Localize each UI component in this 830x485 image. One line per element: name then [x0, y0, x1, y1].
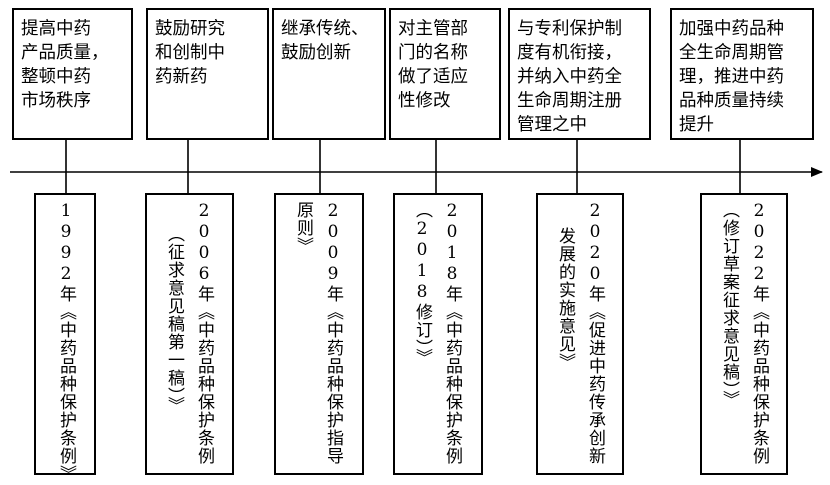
document-title-2018-line1: 2018年《中药品种保护条例: [442, 201, 462, 465]
goal-text-2006: 鼓励研究 和创制中 药新药: [155, 19, 225, 87]
document-title-2009-line1: 2009年《中药品种保护指导: [323, 201, 343, 465]
document-box-2018: 2018年《中药品种保护条例 （2018修订）》: [393, 193, 483, 475]
document-box-2022: 2022年《中药品种保护条例 （修订草案征求意见稿）》: [700, 193, 788, 475]
document-box-1992: 1992年《中药品种保护条例》: [34, 193, 96, 483]
document-box-2020: 2020年《促进中药传承创新 发展的实施意见》: [536, 193, 624, 475]
goal-box-1992: 提高中药 产品质量， 整顿中药 市场秩序: [12, 8, 133, 140]
goal-text-2018: 对主管部 门的名称 做了适应 性修改: [398, 19, 468, 111]
document-box-2006: 2006年《中药品种保护条例 （征求意见稿第一稿）》: [145, 193, 234, 475]
document-title-2006-line1: 2006年《中药品种保护条例: [194, 201, 214, 465]
document-title-2006-line2: （征求意见稿第一稿）》: [164, 225, 184, 415]
document-title-2022-line2: （修订草案征求意见稿）》: [719, 201, 739, 409]
goal-box-2018: 对主管部 门的名称 做了适应 性修改: [389, 8, 501, 140]
document-box-2009: 2009年《中药品种保护指导 原则》: [274, 193, 364, 475]
goal-text-1992: 提高中药 产品质量， 整顿中药 市场秩序: [21, 19, 109, 111]
goal-box-2009: 继承传统、 鼓励创新: [272, 8, 386, 140]
document-title-2020-line1: 2020年《促进中药传承创新: [585, 201, 605, 465]
goal-text-2022: 加强中药品种 全生命周期管 理，推进中药 品种质量持续 提升: [679, 19, 784, 135]
goal-text-2020: 与专利保护制 度有机衔接， 并纳入中药全 生命周期注册 管理之中: [517, 19, 622, 135]
document-title-2018-line2: （2018修订）》: [412, 201, 432, 367]
document-title-2009-line2: 原则》: [293, 201, 313, 255]
goal-box-2022: 加强中药品种 全生命周期管 理，推进中药 品种质量持续 提升: [670, 8, 814, 140]
document-title-2020-line2: 发展的实施意见》: [555, 227, 575, 371]
goal-text-2009: 继承传统、 鼓励创新: [281, 19, 369, 63]
goal-box-2020: 与专利保护制 度有机衔接， 并纳入中药全 生命周期注册 管理之中: [508, 8, 651, 140]
goal-box-2006: 鼓励研究 和创制中 药新药: [146, 8, 269, 140]
document-title-2022-line1: 2022年《中药品种保护条例: [749, 201, 769, 465]
document-title-1992: 1992年《中药品种保护条例》: [56, 201, 76, 483]
